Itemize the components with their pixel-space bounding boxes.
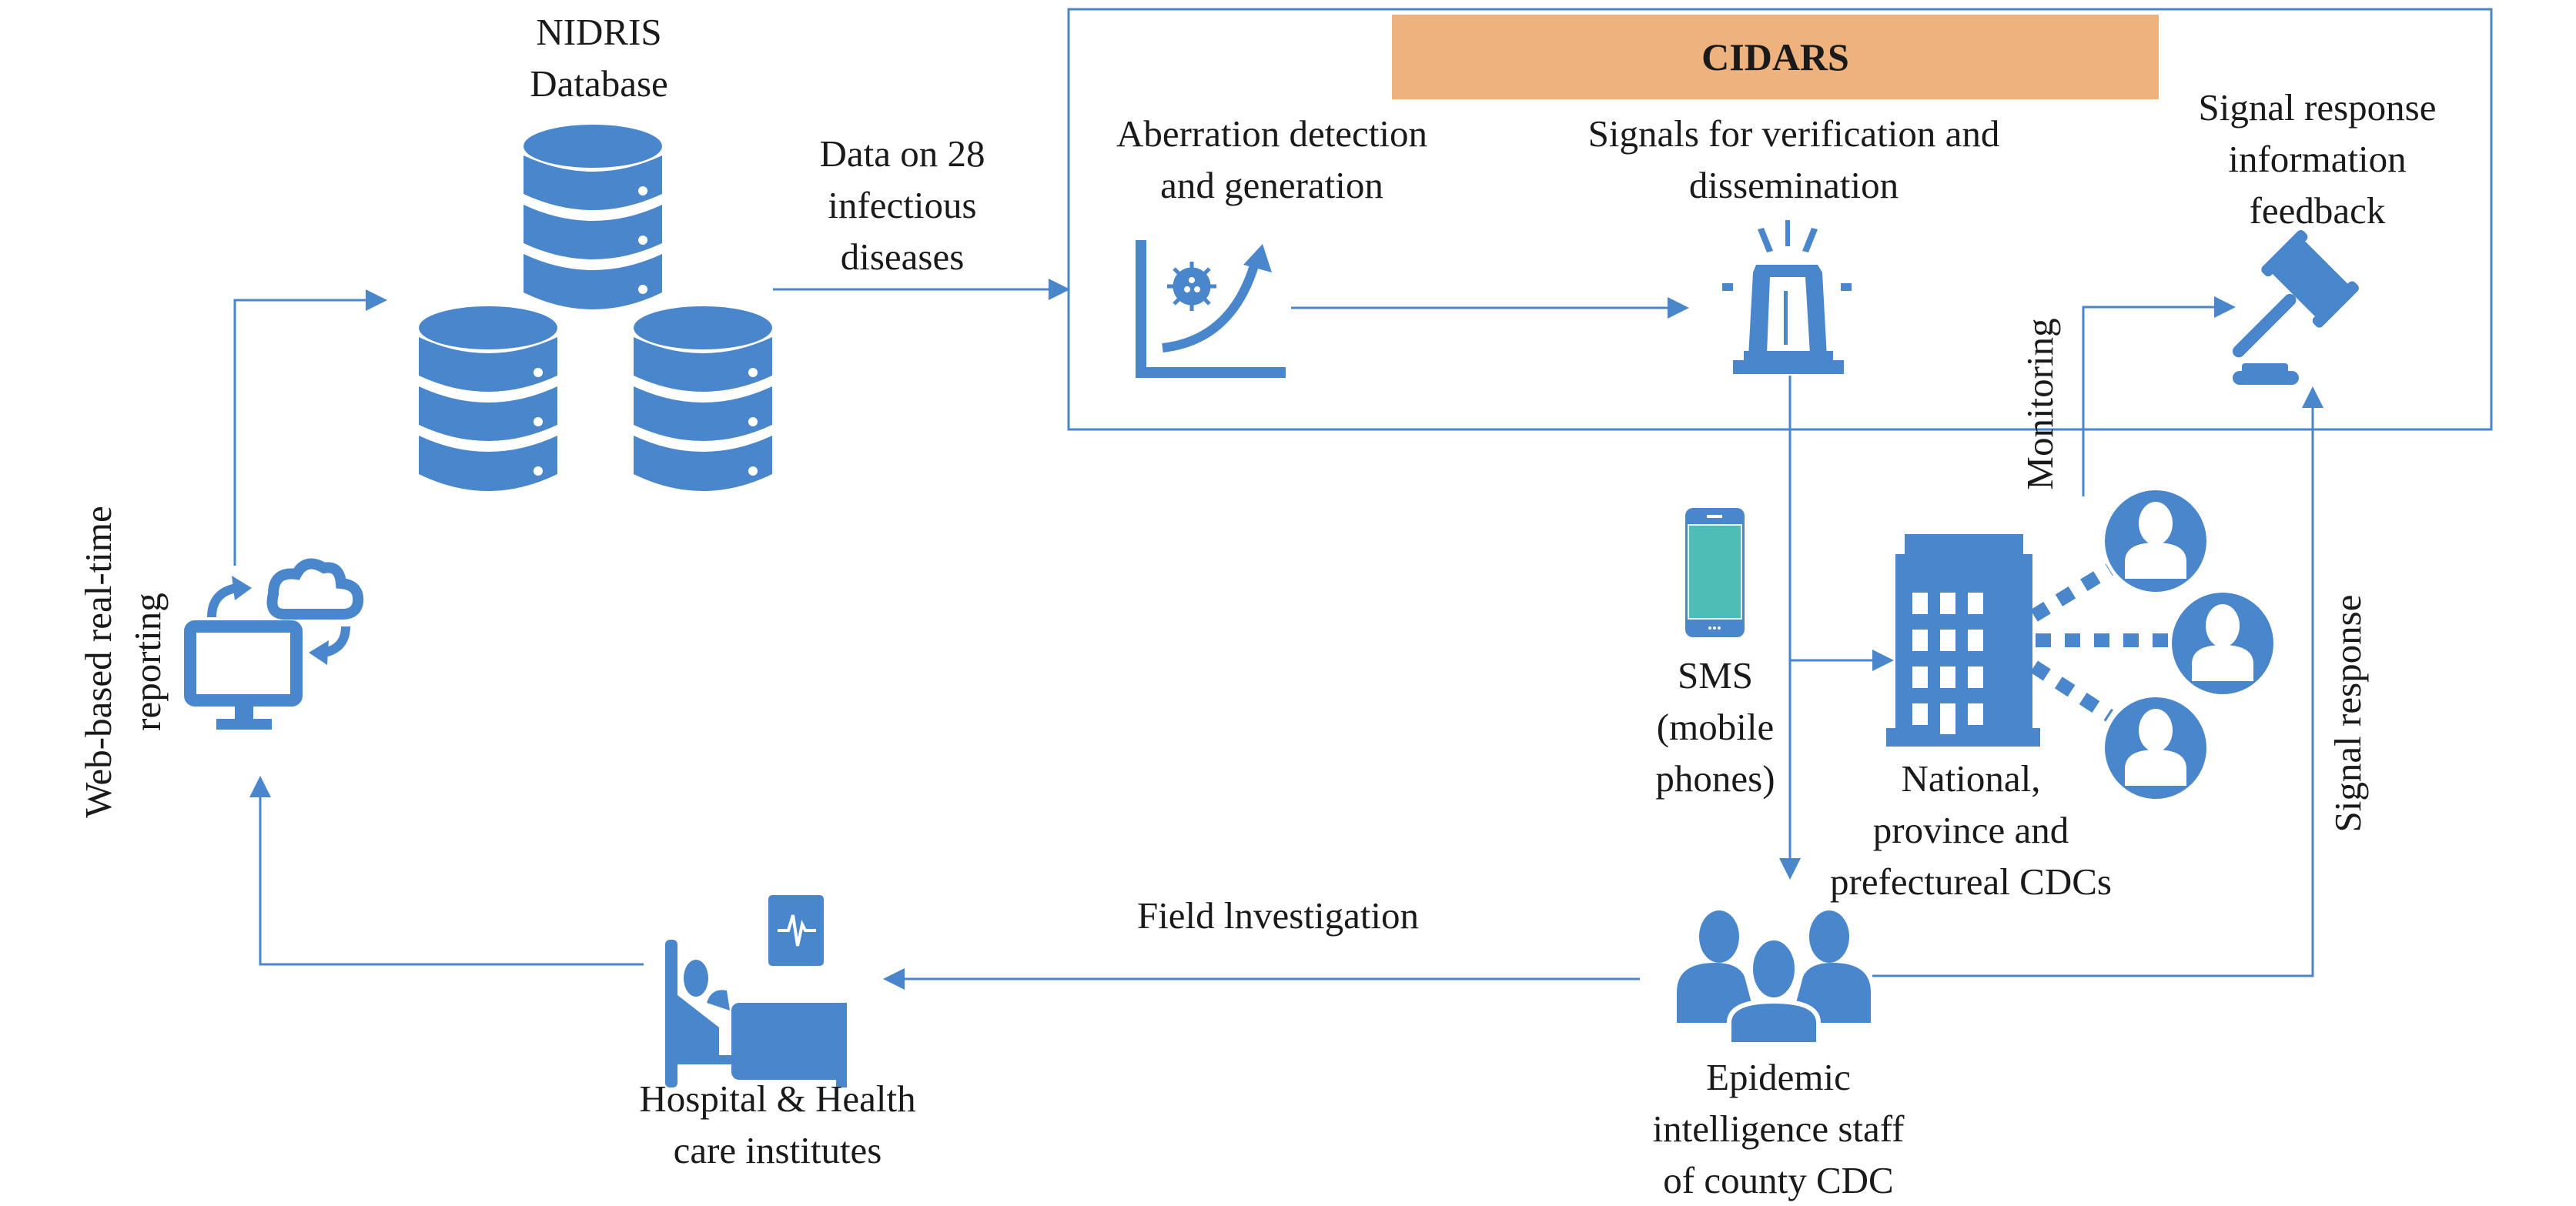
group-people-icon bbox=[1677, 910, 1871, 1047]
person-circle-icon bbox=[2105, 490, 2206, 592]
hospital-bed-icon bbox=[665, 895, 847, 1087]
person-circle-icon bbox=[2105, 697, 2206, 799]
cidars-title-bar: CIDARS bbox=[1392, 15, 2159, 99]
epidemic-label: Epidemic intelligence staff of county CD… bbox=[1652, 1056, 1905, 1201]
arrowhead bbox=[883, 968, 905, 990]
hospital-label: Hospital & Health care institutes bbox=[639, 1077, 916, 1171]
arrowhead bbox=[2214, 296, 2236, 318]
mobile-phone-icon bbox=[1685, 508, 1745, 637]
arrow-hospital-to-web bbox=[259, 797, 644, 966]
gavel-icon bbox=[2232, 230, 2359, 385]
data-flow-label: Data on 28 infectious diseases bbox=[819, 132, 985, 278]
nidris-label: NIDRIS Database bbox=[530, 11, 668, 105]
cdcs-label: National, province and prefectureal CDCs bbox=[1830, 757, 2112, 903]
aberration-label: Aberration detection and generation bbox=[1116, 112, 1428, 206]
arrow-web-to-db bbox=[233, 299, 366, 566]
arrowhead bbox=[1779, 858, 1801, 880]
arrow-signal-response bbox=[1872, 404, 2314, 977]
arrowhead bbox=[1872, 650, 1894, 671]
arrow-monitoring bbox=[2082, 306, 2214, 496]
person-circle-icon bbox=[2172, 593, 2273, 694]
computer-cloud-sync-icon bbox=[184, 558, 364, 730]
web-reporting-label: Web-based real-time reporting bbox=[77, 506, 169, 818]
feedback-label: Signal response information feedback bbox=[2198, 86, 2437, 232]
signal-response-label: Signal response bbox=[2327, 594, 2369, 833]
cidars-title: CIDARS bbox=[1701, 35, 1849, 79]
field-investigation-label: Field lnvestigation bbox=[1136, 894, 1420, 937]
cidars-frame bbox=[1067, 8, 2493, 431]
signals-label: Signals for verification and disseminati… bbox=[1587, 112, 2000, 206]
arrowhead bbox=[2302, 386, 2323, 408]
sms-label: SMS (mobile phones) bbox=[1655, 654, 1775, 800]
arrowhead bbox=[366, 289, 387, 311]
virus-growth-chart-icon bbox=[1136, 240, 1286, 378]
arrowhead bbox=[249, 776, 271, 797]
arrowhead bbox=[1668, 297, 1689, 319]
siren-alarm-icon bbox=[1722, 220, 1852, 374]
monitoring-label: Monitoring bbox=[2019, 318, 2061, 490]
arrowhead bbox=[1049, 279, 1070, 300]
building-network-icon bbox=[1886, 490, 2273, 799]
database-stack-icon bbox=[419, 125, 772, 491]
